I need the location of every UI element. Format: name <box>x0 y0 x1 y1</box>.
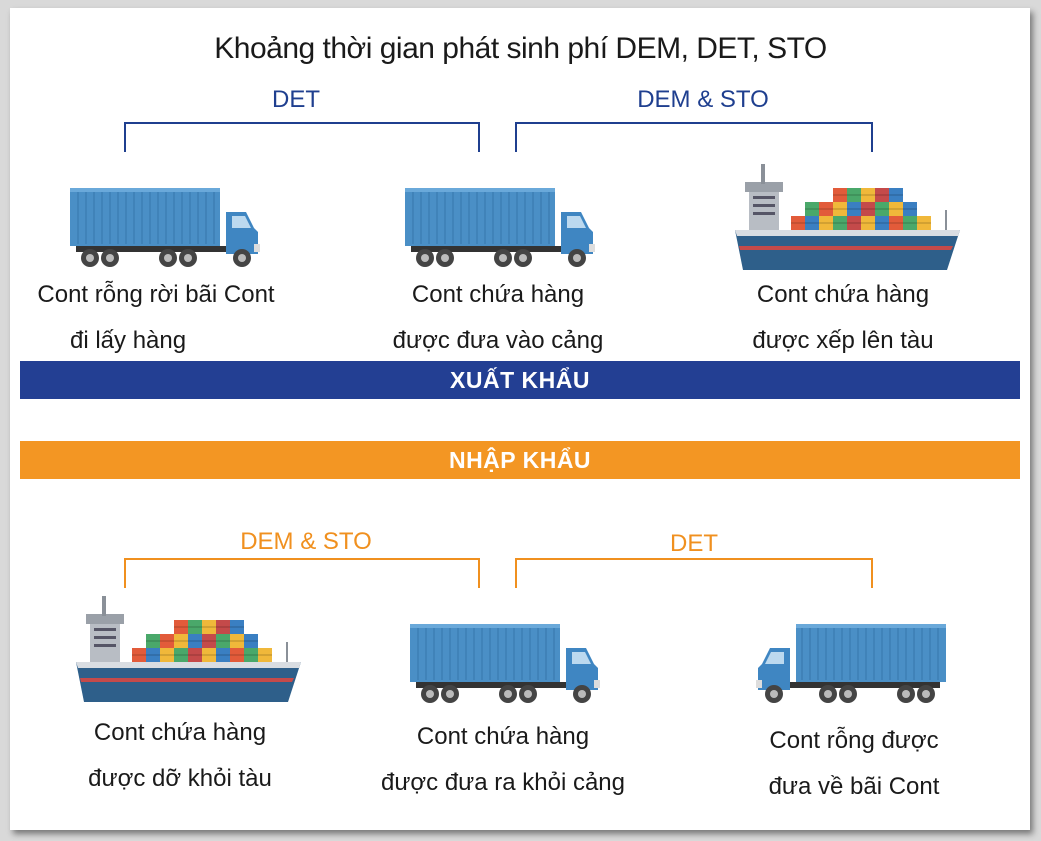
export-band: XUẤT KHẨU <box>20 361 1020 399</box>
export-det-label: DET <box>272 86 320 113</box>
import-step-3-line1: Cont rỗng được <box>769 727 939 754</box>
import-step-3-caption: Cont rỗng được đưa về bãi Cont <box>704 718 1004 810</box>
diagram-title: Khoảng thời gian phát sinh phí DEM, DET,… <box>214 32 827 65</box>
export-det-bracket <box>124 122 480 152</box>
export-step-3-line2: được xếp lên tàu <box>752 327 934 354</box>
export-step-3-line1: Cont chứa hàng <box>756 281 930 308</box>
export-dem-sto-bracket <box>515 122 873 152</box>
export-step-1-caption: Cont rỗng rời bãi Cont đi lấy hàng <box>6 272 306 364</box>
import-step-2-line1: Cont chứa hàng <box>416 723 590 750</box>
export-dem-sto-label: DEM & STO <box>637 86 769 113</box>
import-step-1-line2: được dỡ khỏi tàu <box>88 765 272 792</box>
import-band: NHẬP KHẨU <box>20 441 1020 479</box>
import-dem-sto-label: DEM & STO <box>240 528 372 555</box>
truck-icon <box>405 188 596 268</box>
export-step-1-line1: Cont rỗng rời bãi Cont <box>37 281 275 308</box>
export-step-2-line1: Cont chứa hàng <box>411 281 585 308</box>
ship-icon <box>76 595 302 703</box>
import-det-label: DET <box>670 530 718 557</box>
truck-icon <box>755 624 947 704</box>
import-step-3-line2: đưa về bãi Cont <box>768 773 940 800</box>
truck-icon <box>410 624 601 704</box>
truck-icon <box>70 188 261 268</box>
ship-icon <box>735 163 961 271</box>
export-step-2-caption: Cont chứa hàng được đưa vào cảng <box>348 272 648 364</box>
import-step-2-line2: được đưa ra khỏi cảng <box>381 769 625 796</box>
import-dem-sto-bracket <box>124 558 480 588</box>
import-step-2-caption: Cont chứa hàng được đưa ra khỏi cảng <box>353 714 653 806</box>
import-step-1-line1: Cont chứa hàng <box>93 719 267 746</box>
export-step-2-line2: được đưa vào cảng <box>392 327 604 354</box>
import-step-1-caption: Cont chứa hàng được dỡ khỏi tàu <box>30 710 330 802</box>
export-step-1-line2: đi lấy hàng <box>70 327 187 354</box>
import-det-bracket <box>515 558 873 588</box>
export-step-3-caption: Cont chứa hàng được xếp lên tàu <box>693 272 993 364</box>
